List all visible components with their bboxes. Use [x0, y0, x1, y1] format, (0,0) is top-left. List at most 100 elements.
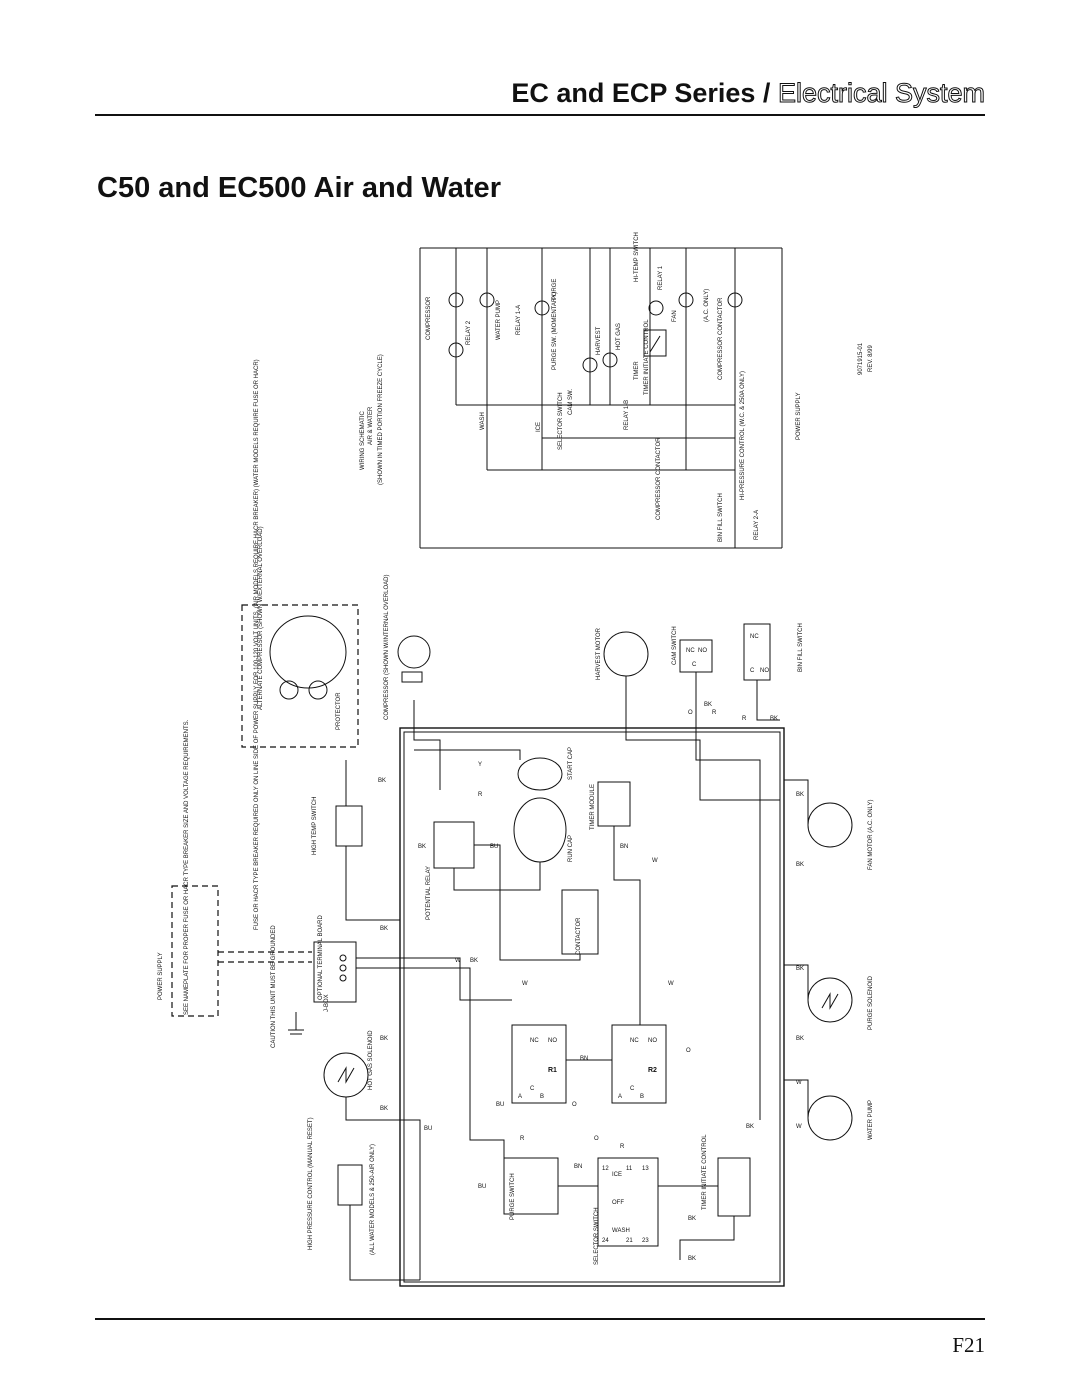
wire-code: BU: [478, 1184, 486, 1190]
label-hot-gas: HOT GAS: [616, 323, 622, 350]
wire-code: BN: [574, 1164, 582, 1170]
wire-compressor-1: [413, 700, 441, 790]
jbox: [313, 941, 357, 1003]
wire-code: W: [652, 858, 658, 864]
hot-gas-coil-symbol: [337, 1066, 355, 1084]
wire-code: BK: [796, 862, 804, 868]
header-separator: /: [755, 78, 778, 108]
fan-mot: [678, 292, 694, 308]
label-timer-initiate-control: TIMER INITIATE CONTROL: [702, 1134, 708, 1210]
page-title: C50 and EC500 Air and Water: [97, 172, 501, 204]
label-purge-sol: PURGE: [552, 279, 558, 300]
wiring-schematic: WIRING SCHEMATIC AIR & WATER (SHOWN IN T…: [360, 232, 874, 549]
label-start-cap: START CAP: [568, 747, 574, 780]
selector-terminal: 13: [642, 1166, 649, 1172]
wire-cam: [695, 672, 761, 1120]
label-purge-solenoid: PURGE SOLENOID: [868, 975, 874, 1030]
contact-label: NO: [648, 1038, 657, 1044]
wire-code: BK: [688, 1256, 696, 1262]
compressor-terminals: [401, 671, 423, 683]
label-potential-relay: POTENTIAL RELAY: [426, 866, 432, 920]
start-cap: [517, 757, 563, 791]
timer-module: [597, 781, 631, 827]
water-pump-mot: [479, 292, 495, 308]
wire-code: BK: [796, 792, 804, 798]
alt-compressor-box: [241, 604, 359, 748]
label-hp-note: (ALL WATER MODELS & 250-AIR ONLY): [370, 1144, 376, 1255]
contact-label: NC: [750, 634, 759, 640]
label-alt-compressor: ALTERNATE COMPRESSOR (SHOWN W/EXTERNAL O…: [258, 526, 264, 710]
wire-fan: [784, 779, 809, 825]
contact-label: C: [530, 1086, 535, 1092]
wire-code: W: [668, 981, 674, 987]
wire-code: W: [455, 958, 461, 964]
alt-compressor-protector: [308, 680, 328, 700]
label-run-cap: RUN CAP: [568, 835, 574, 862]
relay2-coil: [448, 292, 464, 308]
alt-compressor-terminals: [279, 680, 299, 700]
label-relay-2a: RELAY 2-A: [754, 510, 760, 540]
label-purge-switch: PURGE SWITCH: [510, 1173, 516, 1220]
wire-code: W: [522, 981, 528, 987]
wire-jbox-relay: [356, 957, 512, 1001]
power-supply-box: [171, 885, 219, 1017]
control-box-enclosure: [399, 727, 785, 1287]
wire-code: O: [572, 1102, 577, 1108]
header-title: EC and ECP Series / Electrical System: [511, 78, 985, 109]
label-hi-pressure: HI-PRESSURE CONTROL (W.C. & 250A ONLY): [740, 371, 746, 500]
contact-label: A: [518, 1094, 522, 1100]
label-power-supply-wiring: POWER SUPPLY: [158, 952, 164, 1000]
wire-code: BK: [770, 716, 778, 722]
wire-hot-gas: [345, 1097, 421, 1280]
label-terminal-board: OPTIONAL TERMINAL BOARD: [318, 915, 324, 1000]
hot-gas-sol: [602, 352, 618, 368]
wire-code: R: [478, 792, 483, 798]
label-contactor: CONTACTOR: [576, 917, 582, 955]
wire-code: BU: [424, 1126, 432, 1132]
label-nameplate-note: SEE NAMEPLATE FOR PROPER FUSE OR HACR TY…: [184, 719, 190, 1015]
label-cam-sw: CAM SW.: [568, 389, 574, 415]
header-section: Electrical System: [777, 78, 985, 109]
fan-motor: [807, 802, 853, 848]
label-selector-switch: SELECTOR SWITCH: [558, 392, 564, 450]
label-harvest-motor: HARVEST MOTOR: [596, 627, 602, 680]
wire-bin-fill: [756, 680, 780, 721]
harvest-mot: [582, 357, 598, 373]
label-purge-sw: PURGE SW. (MOMENTARY): [552, 292, 558, 370]
selector-terminal: 23: [642, 1238, 649, 1244]
label-hot-gas-solenoid: HOT GAS SOLENOID: [368, 1030, 374, 1090]
contact-label: B: [540, 1094, 544, 1100]
selector-switch: [597, 1157, 659, 1247]
label-jbox: J-BOX: [324, 994, 330, 1012]
wire-hp: [349, 1205, 420, 1281]
wire-code: Y: [478, 762, 482, 768]
selector-terminal: 12: [602, 1166, 609, 1172]
terminal-3: [339, 974, 347, 982]
selector-terminal: 24: [602, 1238, 609, 1244]
label-compressor: COMPRESSOR (SHOWN W/INTERNAL OVERLOAD): [384, 575, 390, 720]
header-series: EC and ECP Series: [511, 78, 756, 108]
terminal-2: [339, 964, 347, 972]
potential-relay: [433, 821, 475, 869]
wire-code: O: [686, 1048, 691, 1054]
label-ice: ICE: [536, 422, 542, 432]
selector-terminal: 11: [626, 1166, 633, 1172]
relay1-coil: [648, 300, 664, 316]
wire-code: BU: [490, 844, 498, 850]
label-relay2: RELAY 2: [466, 320, 472, 345]
label-selector-switch-wiring: SELECTOR SWITCH: [594, 1207, 600, 1265]
wire-code: R: [620, 1144, 625, 1150]
high-temp-switch: [335, 805, 363, 847]
wire-code: BK: [688, 1216, 696, 1222]
label-fan-motor: FAN MOTOR (A.C. ONLY): [868, 800, 874, 870]
label-cam-switch: CAM SWITCH: [672, 626, 678, 665]
label-relay1: RELAY 1: [658, 265, 664, 290]
wire-pump: [784, 1079, 809, 1118]
page-number: F21: [952, 1333, 985, 1357]
timer-initiate-control: [717, 1157, 751, 1217]
water-pump-motor: [807, 1095, 853, 1141]
label-revision: REV. 8/99: [868, 345, 874, 372]
label-relay-1b: RELAY 1-B: [624, 400, 630, 430]
contact-label: NO: [548, 1038, 557, 1044]
